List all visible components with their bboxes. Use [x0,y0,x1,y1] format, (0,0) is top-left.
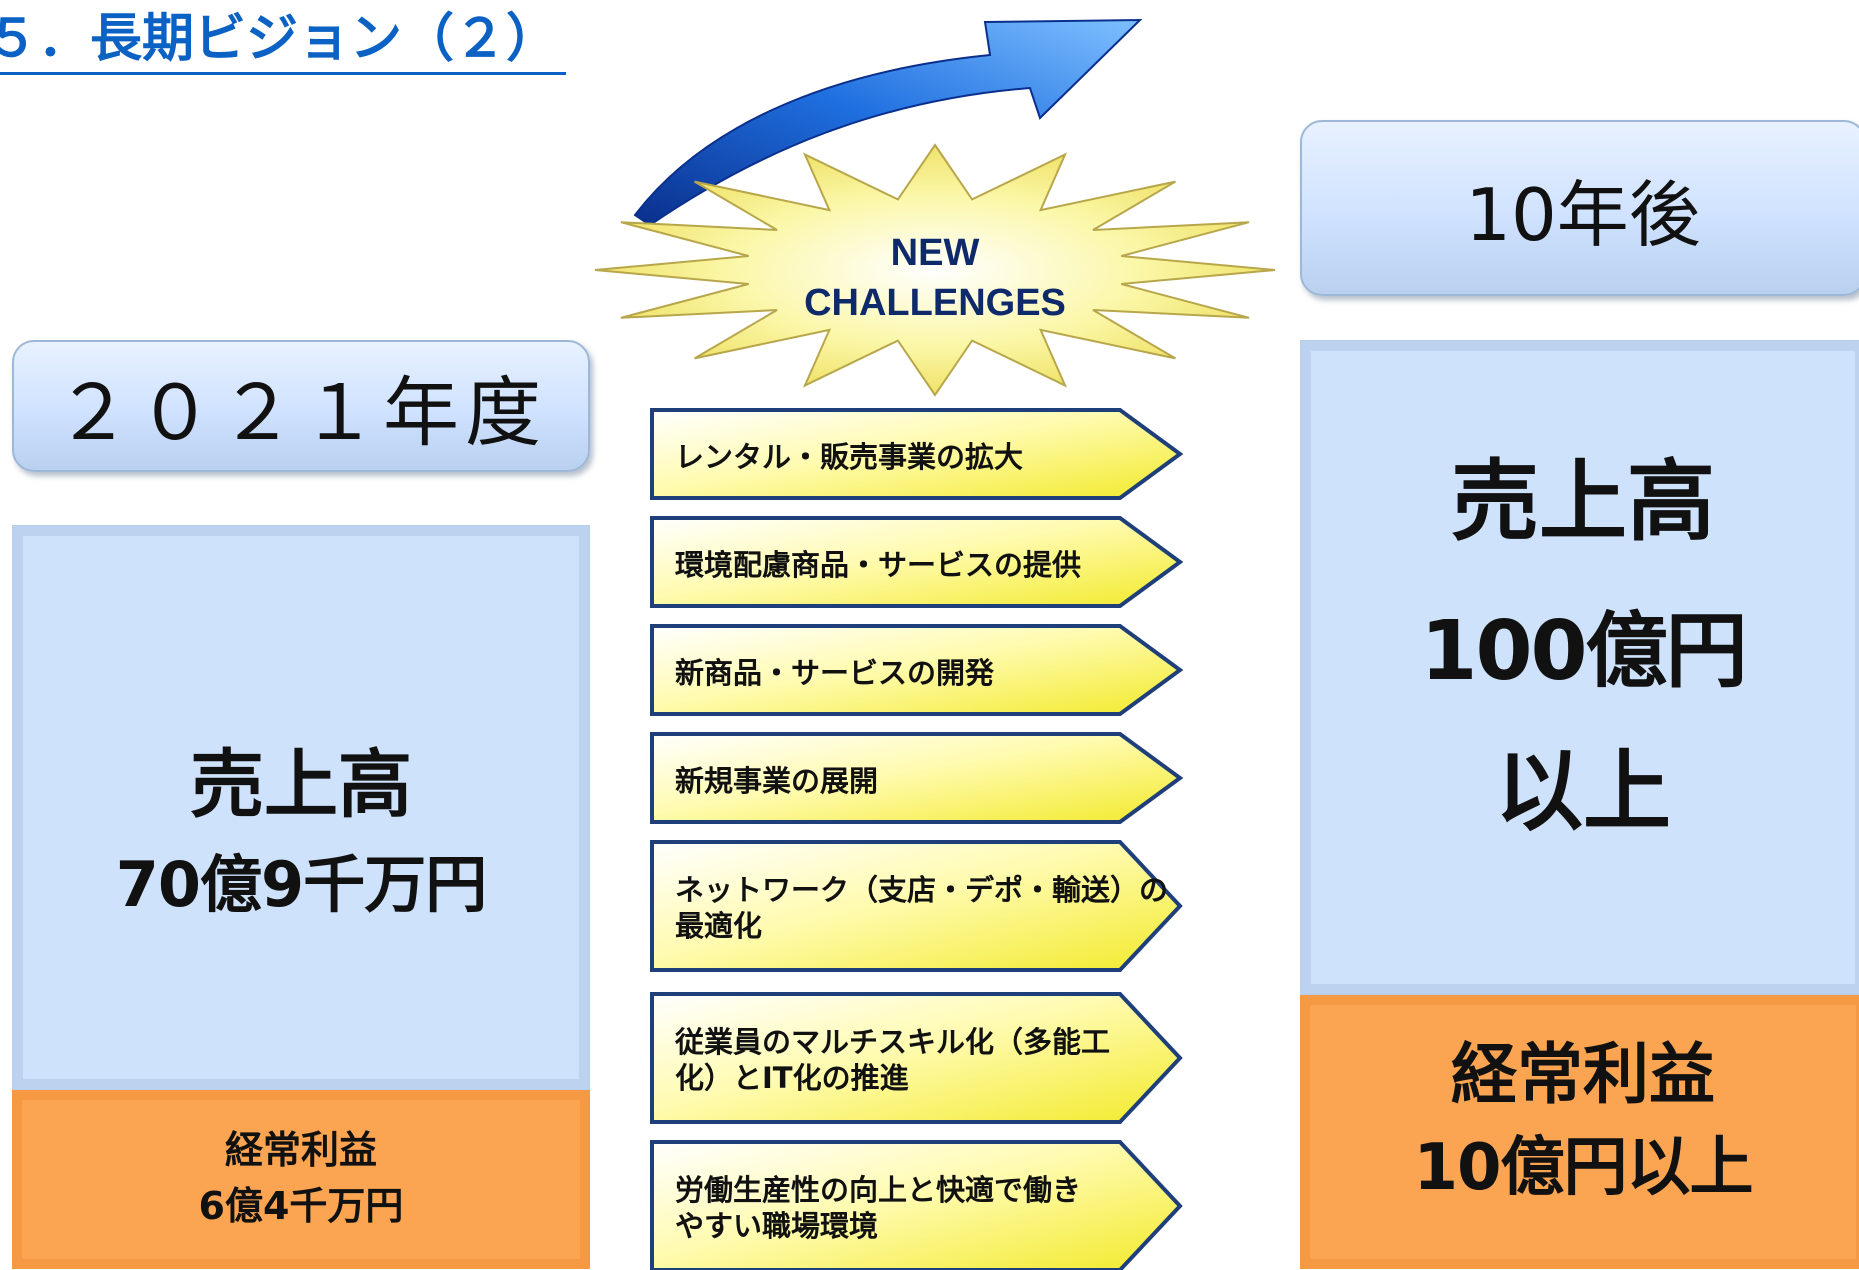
current-year-header: ２０２１年度 [12,340,590,472]
challenge-chevron [650,1140,1183,1270]
challenge-item: 環境配慮商品・サービスの提供 [675,547,1195,583]
future-profit-label: 経常利益 [1451,1036,1715,1113]
badge-line-1: NEW [890,232,980,274]
current-profit-value: 6億4千万円 [198,1184,404,1228]
challenge-item: 新商品・サービスの開発 [675,655,1195,691]
future-sales-suffix: 以上 [1494,740,1671,843]
current-sales-panel [12,525,590,1090]
new-challenges-starburst [594,143,1276,397]
challenge-chevron [650,732,1184,824]
challenge-text: 環境配慮商品・サービスの提供 [675,548,1082,582]
challenge-item: 新規事業の展開 [675,763,1195,799]
future-sales-label: 売上高 [1450,450,1715,553]
challenge-chevron [650,408,1184,500]
challenge-chevron [650,624,1184,716]
challenge-text: 従業員のマルチスキル化（多能工 [675,1025,1111,1059]
challenge-item: レンタル・販売事業の拡大 [675,439,1195,475]
future-header: 10年後 [1300,120,1859,296]
challenge-chevron [650,516,1184,608]
future-profit-value: 10億円以上 [1413,1131,1753,1205]
challenge-item: 労働生産性の向上と快適で働き やすい職場環境 [675,1172,1195,1244]
current-profit-panel [12,1090,590,1269]
challenge-item: 従業員のマルチスキル化（多能工 化）とIT化の推進 [675,1024,1195,1096]
challenge-text: ネットワーク（支店・デポ・輸送）の [675,873,1169,907]
challenge-chevron [650,992,1183,1124]
page-title: ５．長期ビジョン（２） [0,8,566,76]
future-sales-value: 100億円 [1420,604,1747,699]
challenge-text: 労働生産性の向上と快適で働き [675,1173,1082,1207]
challenge-text: レンタル・販売事業の拡大 [675,440,1024,474]
challenge-text: 化）とIT化の推進 [675,1061,909,1095]
future-profit-panel [1300,995,1859,1269]
current-profit-label: 経常利益 [224,1128,377,1172]
challenge-text: 新商品・サービスの開発 [675,656,995,690]
challenge-text: 新規事業の展開 [675,764,879,798]
badge-line-2: CHALLENGES [804,282,1066,324]
challenge-item: ネットワーク（支店・デポ・輸送）の 最適化 [675,872,1195,944]
challenge-chevrons [650,408,1184,1270]
challenge-chevron [650,840,1183,972]
current-sales-label: 売上高 [190,742,412,828]
challenge-text: 最適化 [675,909,763,943]
growth-arrow-icon [633,18,1143,227]
future-sales-panel [1300,340,1859,995]
current-sales-value: 70億9千万円 [115,848,487,921]
new-challenges-badge: NEW CHALLENGES [720,228,1150,328]
challenge-text: やすい職場環境 [675,1209,879,1243]
